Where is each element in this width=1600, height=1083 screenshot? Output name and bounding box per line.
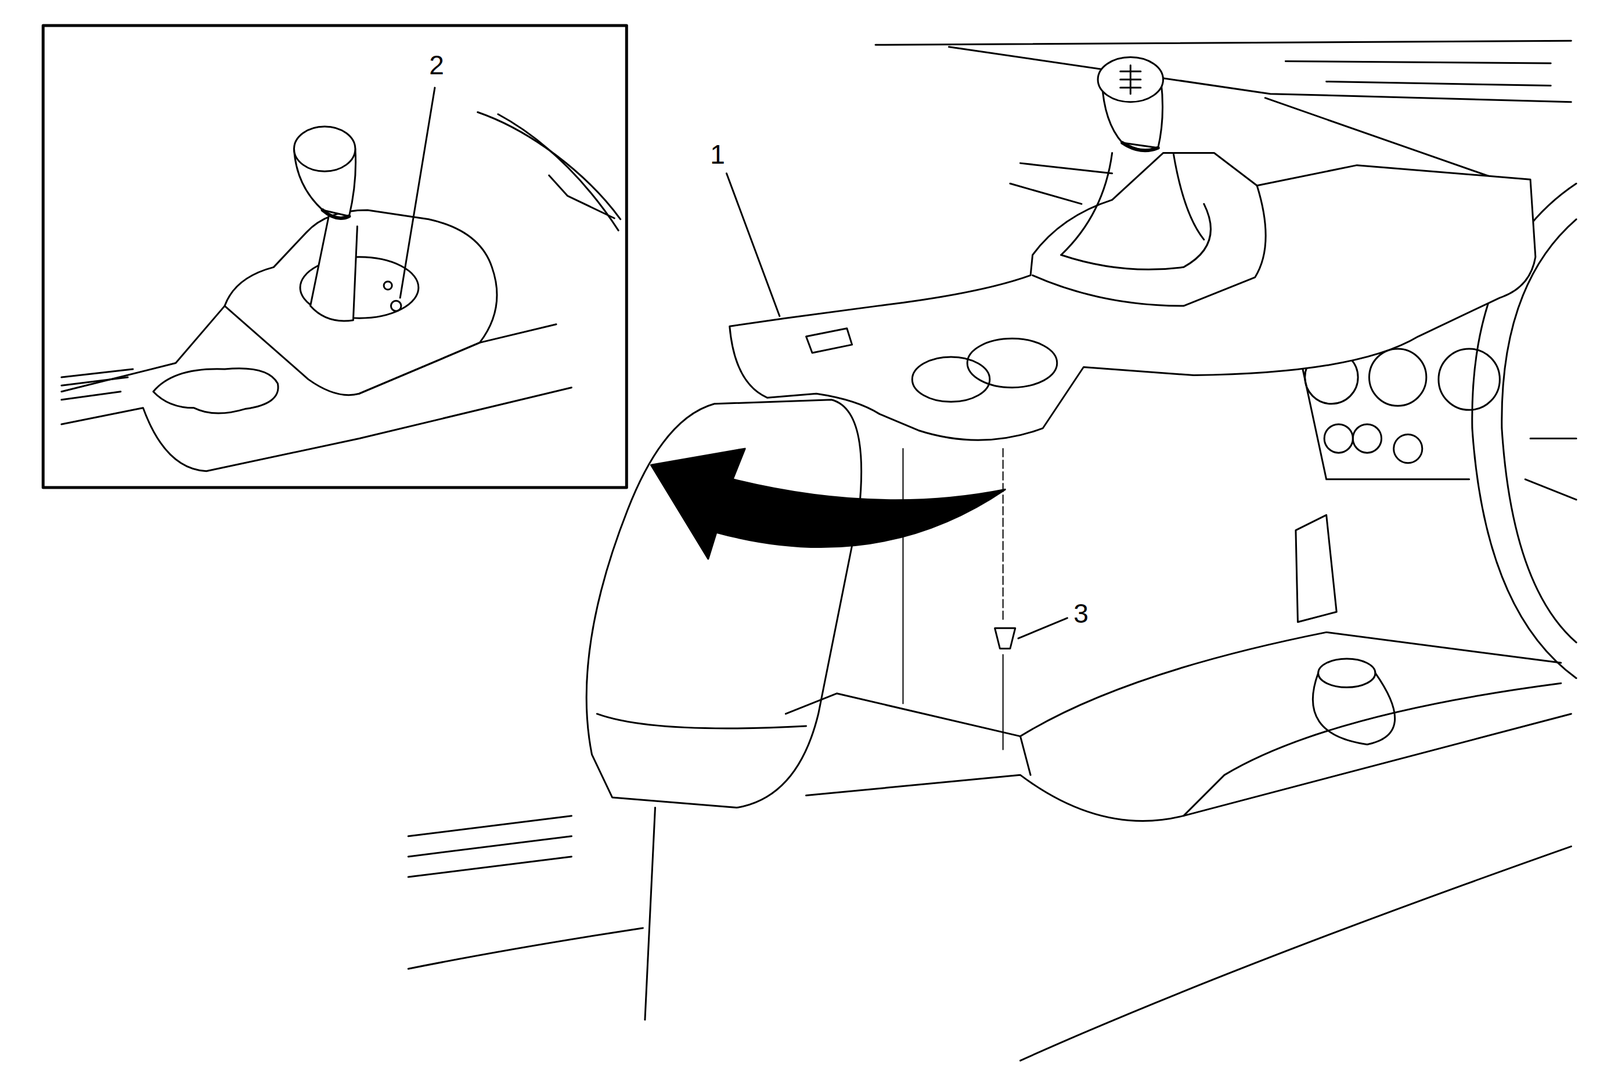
trim-panel: [967, 338, 1058, 388]
callout-number: 1: [710, 141, 726, 168]
inset-screw: [383, 281, 392, 290]
inset-screw: [390, 300, 402, 312]
leader-line: [400, 87, 435, 298]
dashboard: [1438, 348, 1500, 410]
shift-lever: [1061, 56, 1205, 255]
inset-shift-lever: [293, 126, 355, 172]
inset-console: [224, 210, 497, 396]
inset-console: [359, 324, 557, 394]
inset-screw: [383, 281, 402, 312]
inset-console: [153, 368, 279, 414]
trim-panel: [729, 153, 1536, 441]
alignment-line: [902, 448, 1003, 750]
removal-arrow: [650, 448, 1005, 560]
dashboard: [875, 40, 1571, 45]
retainer-clip: [995, 628, 1016, 649]
dashboard: [1285, 60, 1551, 86]
floor-console: [1318, 658, 1376, 688]
alignment-line: [1002, 654, 1004, 750]
inset-console: [61, 369, 133, 400]
floor-console: [1020, 846, 1572, 1061]
leader-line: [400, 87, 435, 298]
leader-line: [1018, 618, 1068, 639]
alignment-line: [902, 448, 904, 704]
floor-console: [1295, 514, 1337, 622]
dashboard: [1010, 163, 1113, 204]
steering-wheel: [1525, 438, 1577, 500]
floor-console: [785, 632, 1561, 737]
callout-number: 2: [429, 51, 445, 79]
floor-console: [806, 714, 1572, 821]
trim-panel: [1061, 203, 1212, 270]
inset-shift-lever: [310, 215, 358, 321]
alignment-line: [1002, 448, 1004, 621]
inset-console: [61, 387, 572, 472]
floor-console: [1312, 673, 1395, 745]
trim-panel: [1032, 185, 1267, 306]
floor-console: [408, 816, 572, 878]
shift-lever: [1120, 65, 1141, 94]
floor-console: [408, 514, 1571, 1061]
shift-lever: [1122, 142, 1158, 151]
inset-shift-lever: [293, 126, 358, 322]
trim-panel: [806, 328, 853, 353]
dashboard: [1368, 348, 1426, 406]
retainer-clip: [995, 628, 1016, 649]
seat-back: [644, 808, 656, 1021]
shift-lever: [1097, 56, 1163, 102]
inset-shift-lever: [322, 210, 350, 219]
removal-arrow: [650, 448, 1005, 560]
dashboard: [1393, 434, 1423, 464]
inset-frame: [42, 25, 627, 488]
floor-console: [1020, 683, 1562, 816]
inset-frame: [42, 25, 627, 488]
dashboard: [1324, 424, 1353, 453]
dashboard: [1352, 424, 1382, 453]
inset-steering-wheel: [477, 112, 621, 231]
seat-back: [596, 714, 806, 729]
floor-console: [408, 928, 643, 969]
dashboard: [949, 47, 1572, 103]
inset-console: [61, 305, 225, 392]
callout-number: 3: [1073, 600, 1089, 627]
leader-line: [726, 173, 1068, 639]
inset-console: [61, 210, 572, 472]
shift-lever: [1061, 153, 1205, 256]
inset-steering-wheel: [498, 114, 619, 231]
inset-steering-wheel: [549, 175, 615, 219]
trim-panel: [729, 153, 1536, 441]
leader-line: [726, 173, 780, 317]
